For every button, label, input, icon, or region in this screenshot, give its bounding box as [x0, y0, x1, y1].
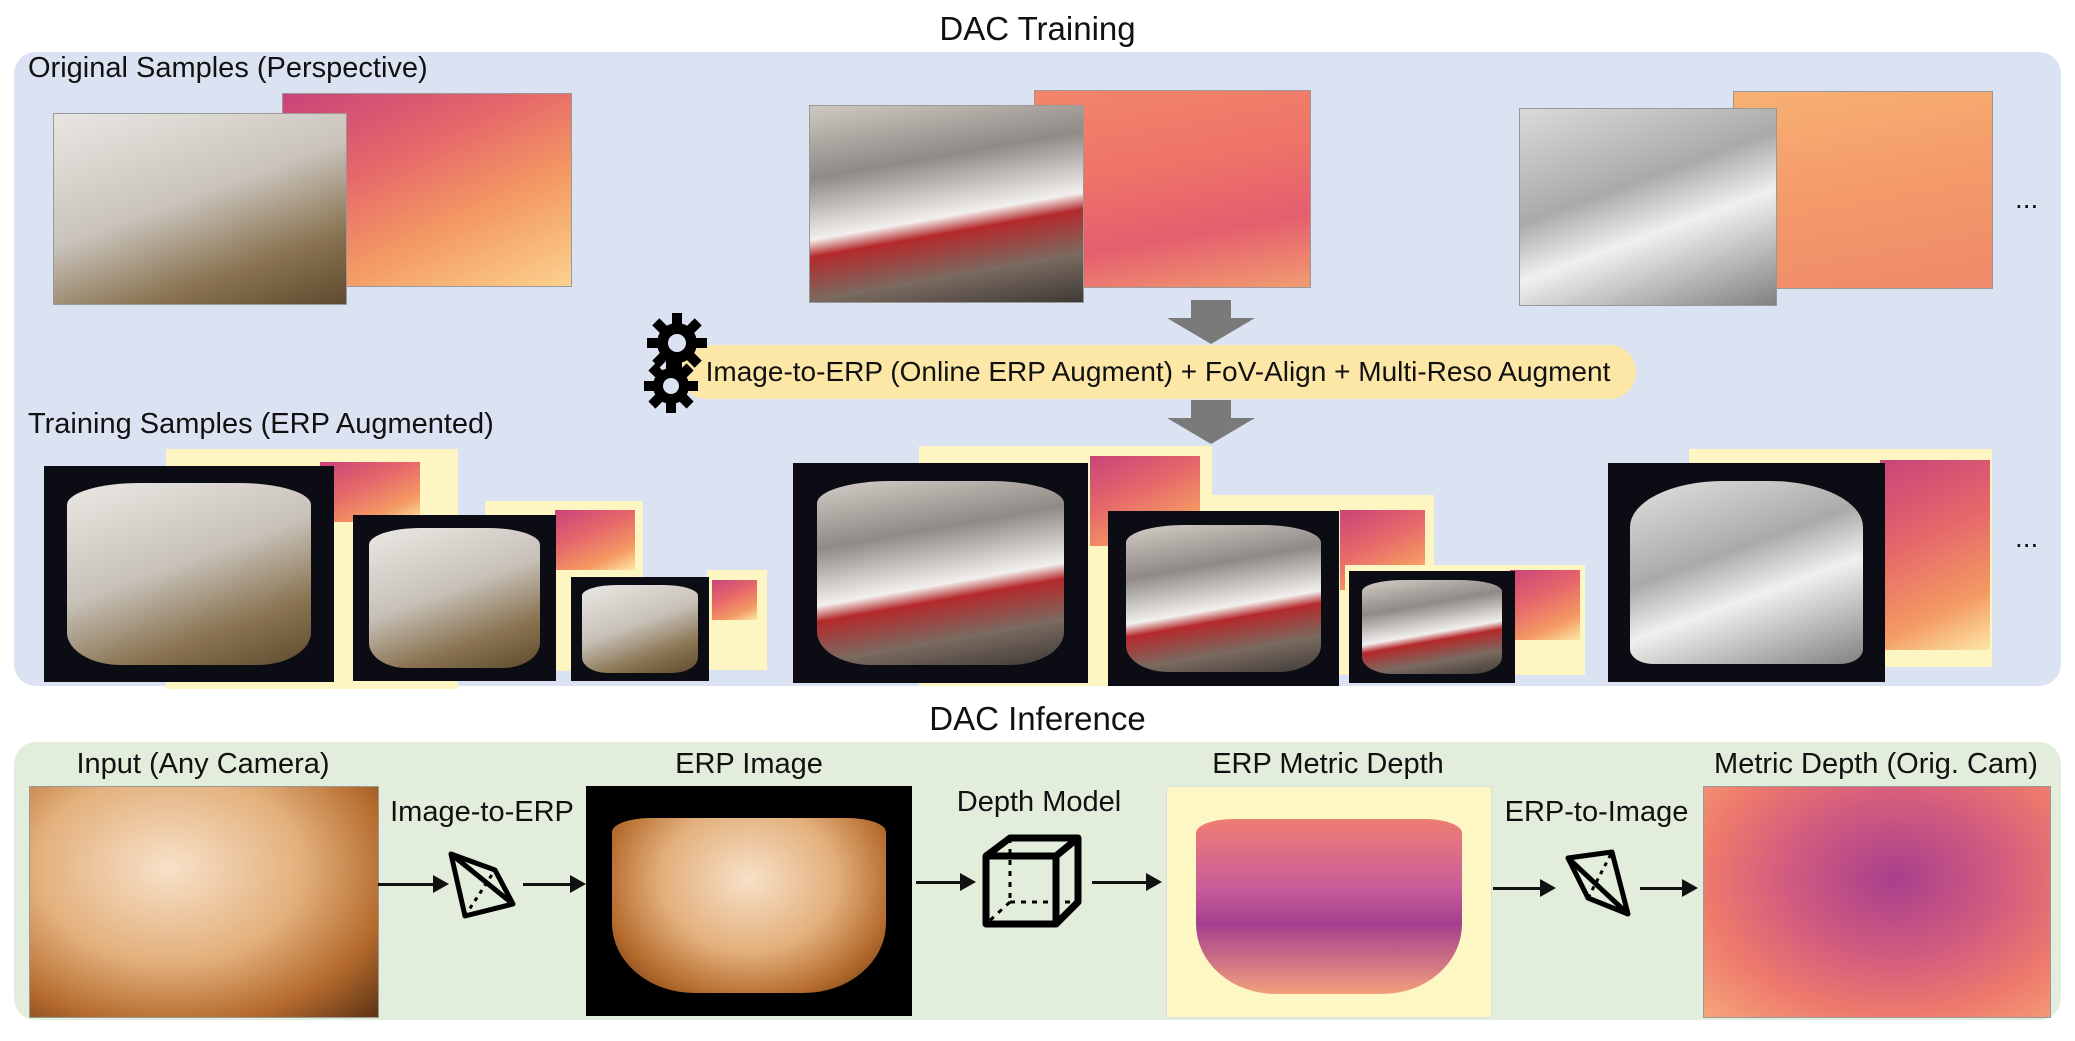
- gear-icon: [644, 359, 698, 413]
- erp-image-2a: [793, 463, 1088, 683]
- erp-depth-1a: [320, 462, 420, 522]
- depth-model-label: Depth Model: [956, 786, 1122, 818]
- gear-icon: [647, 313, 707, 373]
- augment-pipeline: Image-to-ERP (Online ERP Augment) + FoV-…: [680, 345, 1636, 399]
- arrow-right-icon: [523, 883, 573, 886]
- arrow-down-icon: [1167, 300, 1255, 344]
- erp-image-2b: [1108, 511, 1339, 686]
- erp-metric-depth: [1166, 786, 1492, 1018]
- ellipsis-training: ...: [2015, 522, 2039, 553]
- original-image-2: [809, 105, 1084, 303]
- cube-icon: [982, 834, 1082, 928]
- erp-image-3: [1608, 463, 1885, 682]
- arrow-down-icon: [1167, 400, 1255, 444]
- erp-depth-3: [1880, 460, 1990, 650]
- arrow-right-icon: [378, 883, 435, 886]
- erp-image-1b: [353, 515, 556, 681]
- inference-title: DAC Inference: [929, 700, 1146, 737]
- tetrahedron-icon: [448, 851, 516, 919]
- erp-to-image-label: ERP-to-Image: [1504, 796, 1689, 828]
- erp-image-label: ERP Image: [675, 748, 823, 780]
- original-image-1: [53, 113, 347, 305]
- arrow-right-icon: [1682, 879, 1698, 897]
- erp-depth-label: ERP Metric Depth: [1212, 748, 1444, 780]
- arrow-right-icon: [433, 875, 449, 893]
- erp-image-1a: [44, 466, 334, 682]
- input-image: [29, 786, 379, 1018]
- ellipsis-original: ...: [2015, 183, 2039, 214]
- arrow-right-icon: [1540, 879, 1556, 897]
- erp-image-1c: [571, 577, 709, 681]
- arrow-right-icon: [916, 881, 964, 884]
- erp-image-2c: [1349, 571, 1515, 683]
- training-title: DAC Training: [939, 10, 1136, 47]
- image-to-erp-label: Image-to-ERP: [390, 796, 574, 828]
- arrow-right-icon: [1493, 887, 1543, 890]
- original-samples-label: Original Samples (Perspective): [28, 52, 428, 84]
- output-label: Metric Depth (Orig. Cam): [1714, 748, 2038, 780]
- input-label: Input (Any Camera): [76, 748, 330, 780]
- arrow-right-icon: [1146, 873, 1162, 891]
- arrow-right-icon: [1092, 881, 1149, 884]
- metric-depth-output: [1703, 786, 2051, 1018]
- training-samples-label: Training Samples (ERP Augmented): [28, 408, 494, 440]
- erp-image: [586, 786, 912, 1016]
- tetrahedron-icon: [1565, 849, 1631, 917]
- arrow-right-icon: [570, 875, 586, 893]
- arrow-right-icon: [1640, 887, 1685, 890]
- original-image-3: [1519, 108, 1777, 306]
- erp-depth-1c: [712, 580, 757, 620]
- erp-depth-1b: [555, 510, 635, 570]
- arrow-right-icon: [960, 873, 976, 891]
- erp-depth-2c: [1510, 570, 1580, 640]
